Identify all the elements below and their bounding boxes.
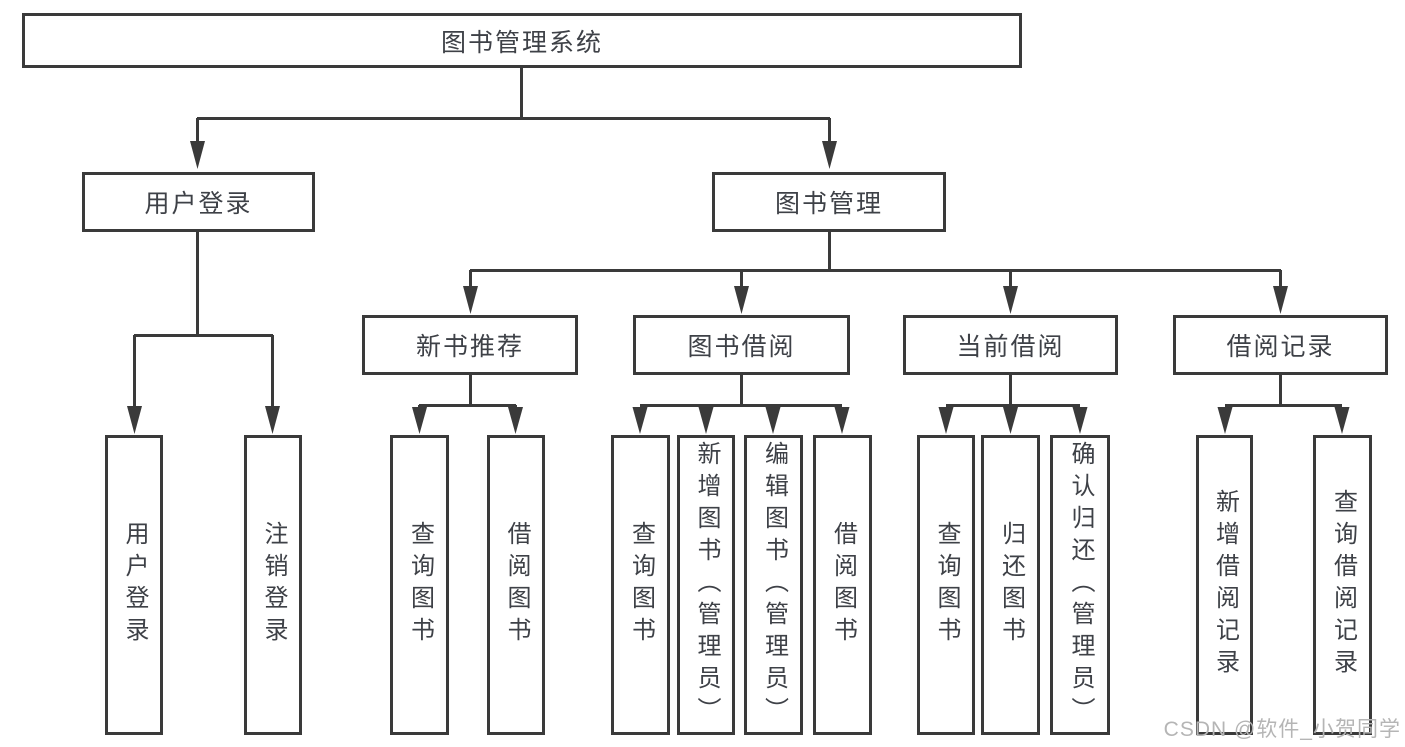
leaf-borrow-query-books: 查询图书	[611, 435, 670, 735]
node-user-login-branch: 用户登录	[82, 172, 315, 232]
leaf-current-confirm-return-admin: 确认归还（管理员）	[1050, 435, 1110, 735]
leaf-current-confirm-return-admin-label: 确认归还（管理员）	[1067, 441, 1094, 729]
node-book-management-branch: 图书管理	[712, 172, 946, 232]
leaf-newbook-query-books: 查询图书	[390, 435, 449, 735]
node-current-borrow: 当前借阅	[903, 315, 1118, 375]
leaf-borrow-edit-books-admin: 编辑图书（管理员）	[744, 435, 803, 735]
leaf-records-query-record-label: 查询借阅记录	[1329, 489, 1357, 681]
leaf-newbook-query-books-label: 查询图书	[406, 521, 434, 649]
node-library-management-system: 图书管理系统	[22, 13, 1022, 68]
node-borrow-records: 借阅记录	[1173, 315, 1388, 375]
leaf-borrow-add-books-admin-label: 新增图书（管理员）	[693, 441, 720, 729]
leaf-borrow-edit-books-admin-label: 编辑图书（管理员）	[760, 441, 788, 729]
leaf-logout: 注销登录	[244, 435, 302, 735]
leaf-newbook-borrow-books-label: 借阅图书	[503, 521, 530, 649]
leaf-borrow-borrow-books-label: 借阅图书	[829, 521, 857, 649]
leaf-newbook-borrow-books: 借阅图书	[487, 435, 545, 735]
leaf-current-return-books-label: 归还图书	[997, 521, 1025, 649]
leaf-records-add-record: 新增借阅记录	[1196, 435, 1253, 735]
leaf-borrow-borrow-books: 借阅图书	[813, 435, 872, 735]
node-book-borrow: 图书借阅	[633, 315, 850, 375]
leaf-current-query-books: 查询图书	[917, 435, 975, 735]
leaf-current-query-books-label: 查询图书	[933, 521, 960, 649]
leaf-records-add-record-label: 新增借阅记录	[1211, 489, 1239, 681]
csdn-watermark: CSDN @软件_小贺同学	[1163, 718, 1401, 741]
node-new-book-recommend: 新书推荐	[362, 315, 578, 375]
leaf-records-query-record: 查询借阅记录	[1313, 435, 1372, 735]
leaf-current-return-books: 归还图书	[981, 435, 1040, 735]
leaf-user-login-label: 用户登录	[121, 521, 148, 649]
leaf-logout-label: 注销登录	[260, 521, 287, 649]
leaf-borrow-query-books-label: 查询图书	[627, 521, 655, 649]
leaf-user-login: 用户登录	[105, 435, 163, 735]
leaf-borrow-add-books-admin: 新增图书（管理员）	[677, 435, 735, 735]
